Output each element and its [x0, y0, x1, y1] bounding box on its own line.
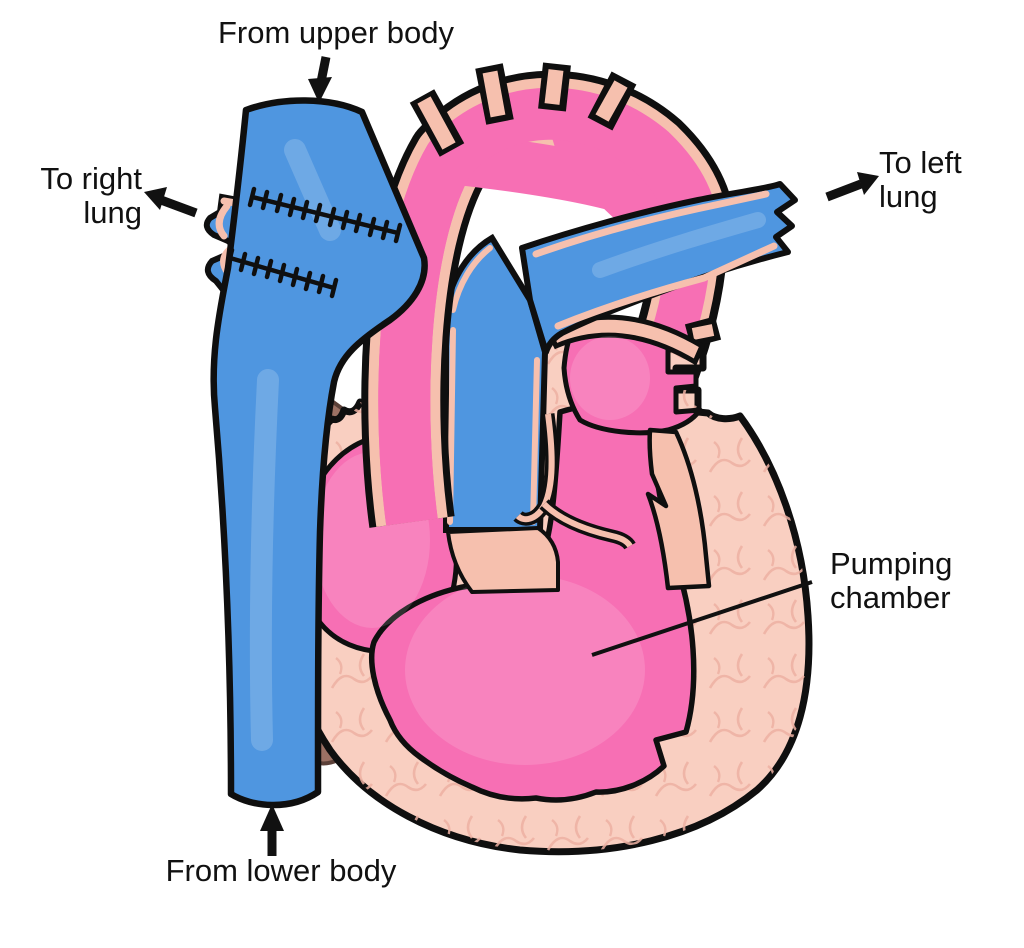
valve-leaflets [513, 413, 712, 591]
aortic-arch-stub-2-lining [482, 70, 506, 118]
label-from-upper-body: From upper body [217, 15, 455, 50]
label-to-right-lung-line2: lung [83, 195, 142, 230]
label-pumping-chamber-line2: chamber [830, 580, 951, 615]
label-to-right-lung: To right lung [20, 162, 142, 230]
aortic-arch-core [378, 87, 720, 526]
valve-region [446, 526, 560, 594]
aortic-arch-stub-3-lining [544, 69, 564, 105]
label-to-left-lung: To left lung [879, 146, 962, 214]
label-pumping-chamber-line1: Pumping [830, 546, 953, 581]
label-from-lower-body: From lower body [165, 853, 397, 888]
aorta-branch-stub-right-lining [691, 324, 715, 340]
suture-line-upper [247, 186, 403, 244]
arrow-shaft [825, 179, 863, 202]
label-to-left-lung-line1: To left [879, 145, 962, 180]
aortic-arch-stubs [409, 62, 637, 157]
label-to-right-lung-line1: To right [40, 161, 142, 196]
arrow-shaft [159, 195, 198, 218]
arrow-head [308, 77, 332, 103]
suture-line-lower [225, 247, 339, 299]
left-pulmonary-artery-lining [532, 190, 778, 330]
aortic-arch-stub-1-lining [417, 96, 456, 150]
label-pumping-chamber: Pumping chamber [830, 547, 952, 615]
arrow-head [260, 804, 284, 831]
pumping-chamber-leader-line [591, 580, 813, 657]
chamber-highlight [405, 575, 645, 765]
arrow-head [144, 187, 167, 210]
to-right-lung-arrow [144, 187, 198, 218]
valve-leaflet-branch-lining [541, 501, 633, 548]
from-lower-body-arrow [260, 804, 284, 856]
chamber-highlight [570, 336, 650, 420]
to-left-lung-arrow [825, 172, 879, 202]
left-pulmonary-artery-highlight [592, 212, 766, 278]
arrow-head [857, 172, 879, 195]
label-to-left-lung-line2: lung [879, 179, 938, 214]
aortic-arch-stub-4-lining [595, 80, 628, 122]
from-upper-body-arrow [308, 56, 332, 103]
valve-wall-band [645, 427, 712, 591]
arrow-shaft [316, 56, 331, 83]
